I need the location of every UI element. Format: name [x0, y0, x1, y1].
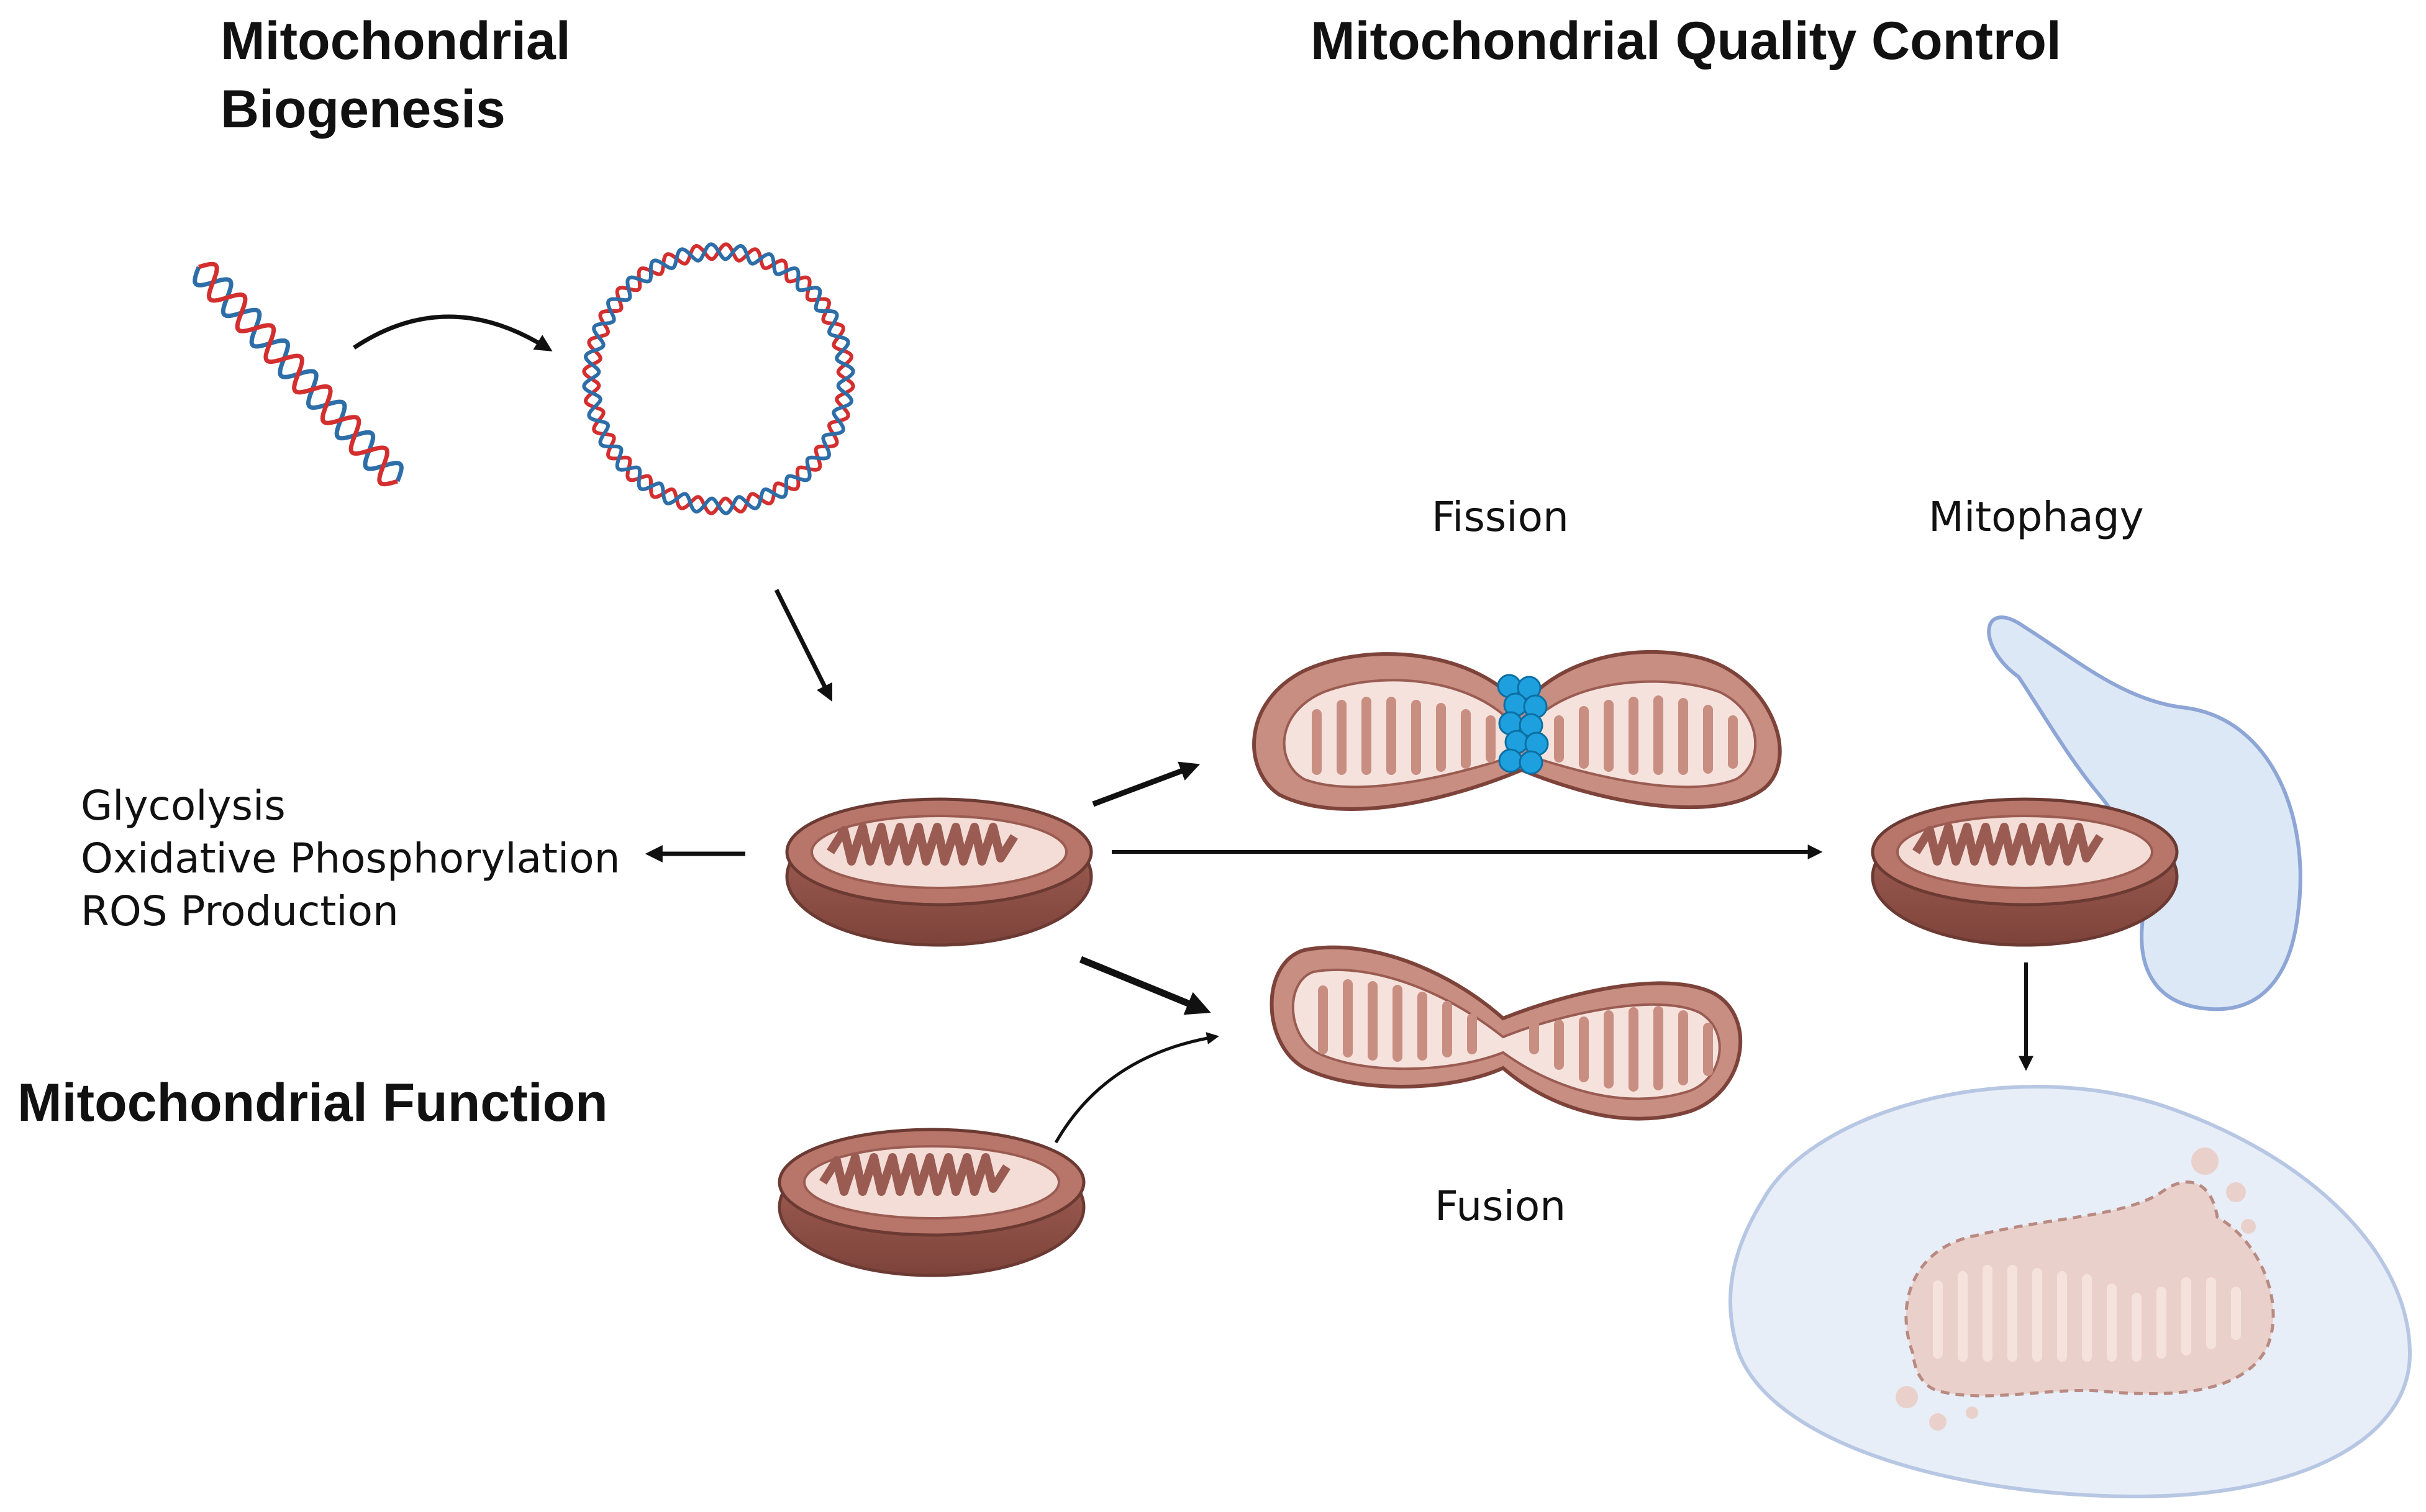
arrow-to-fusion [1079, 956, 1211, 1015]
fusion-mitochondrion [1270, 945, 1743, 1121]
linear-dna-icon [193, 261, 404, 487]
mitochondrion-icon [785, 797, 1093, 947]
lysosome-icon [1728, 1085, 2412, 1499]
fusion-label: Fusion [1435, 1182, 1566, 1230]
mitochondrion-icon [778, 1128, 1086, 1277]
quality-control-heading: Mitochondrial Quality Control [1311, 11, 2061, 71]
function-heading: Mitochondrial Function [17, 1073, 608, 1133]
circular-mtdna-icon [582, 242, 855, 515]
arrow-biogenesis-to-mitochondrion [774, 589, 833, 702]
function-item-ros: ROS Production [81, 887, 399, 935]
drp1-cluster-icon [1497, 674, 1549, 775]
biogenesis-heading-line1: Mitochondrial [220, 11, 571, 71]
mitophagy-label: Mitophagy [1929, 493, 2144, 541]
biogenesis-heading-line2: Biogenesis [220, 79, 506, 139]
function-item-glycolysis: Glycolysis [81, 782, 286, 830]
function-item-oxphos: Oxidative Phosphorylation [81, 835, 620, 882]
fission-label: Fission [1432, 493, 1569, 541]
arrow-to-fission [1092, 761, 1201, 807]
arrow-dna-to-mtdna [353, 314, 553, 351]
mitochondrion-icon [1871, 797, 2179, 947]
function-list: Glycolysis Oxidative Phosphorylation ROS… [81, 782, 620, 935]
arrow-second-mito-to-fusion [1054, 1032, 1219, 1144]
